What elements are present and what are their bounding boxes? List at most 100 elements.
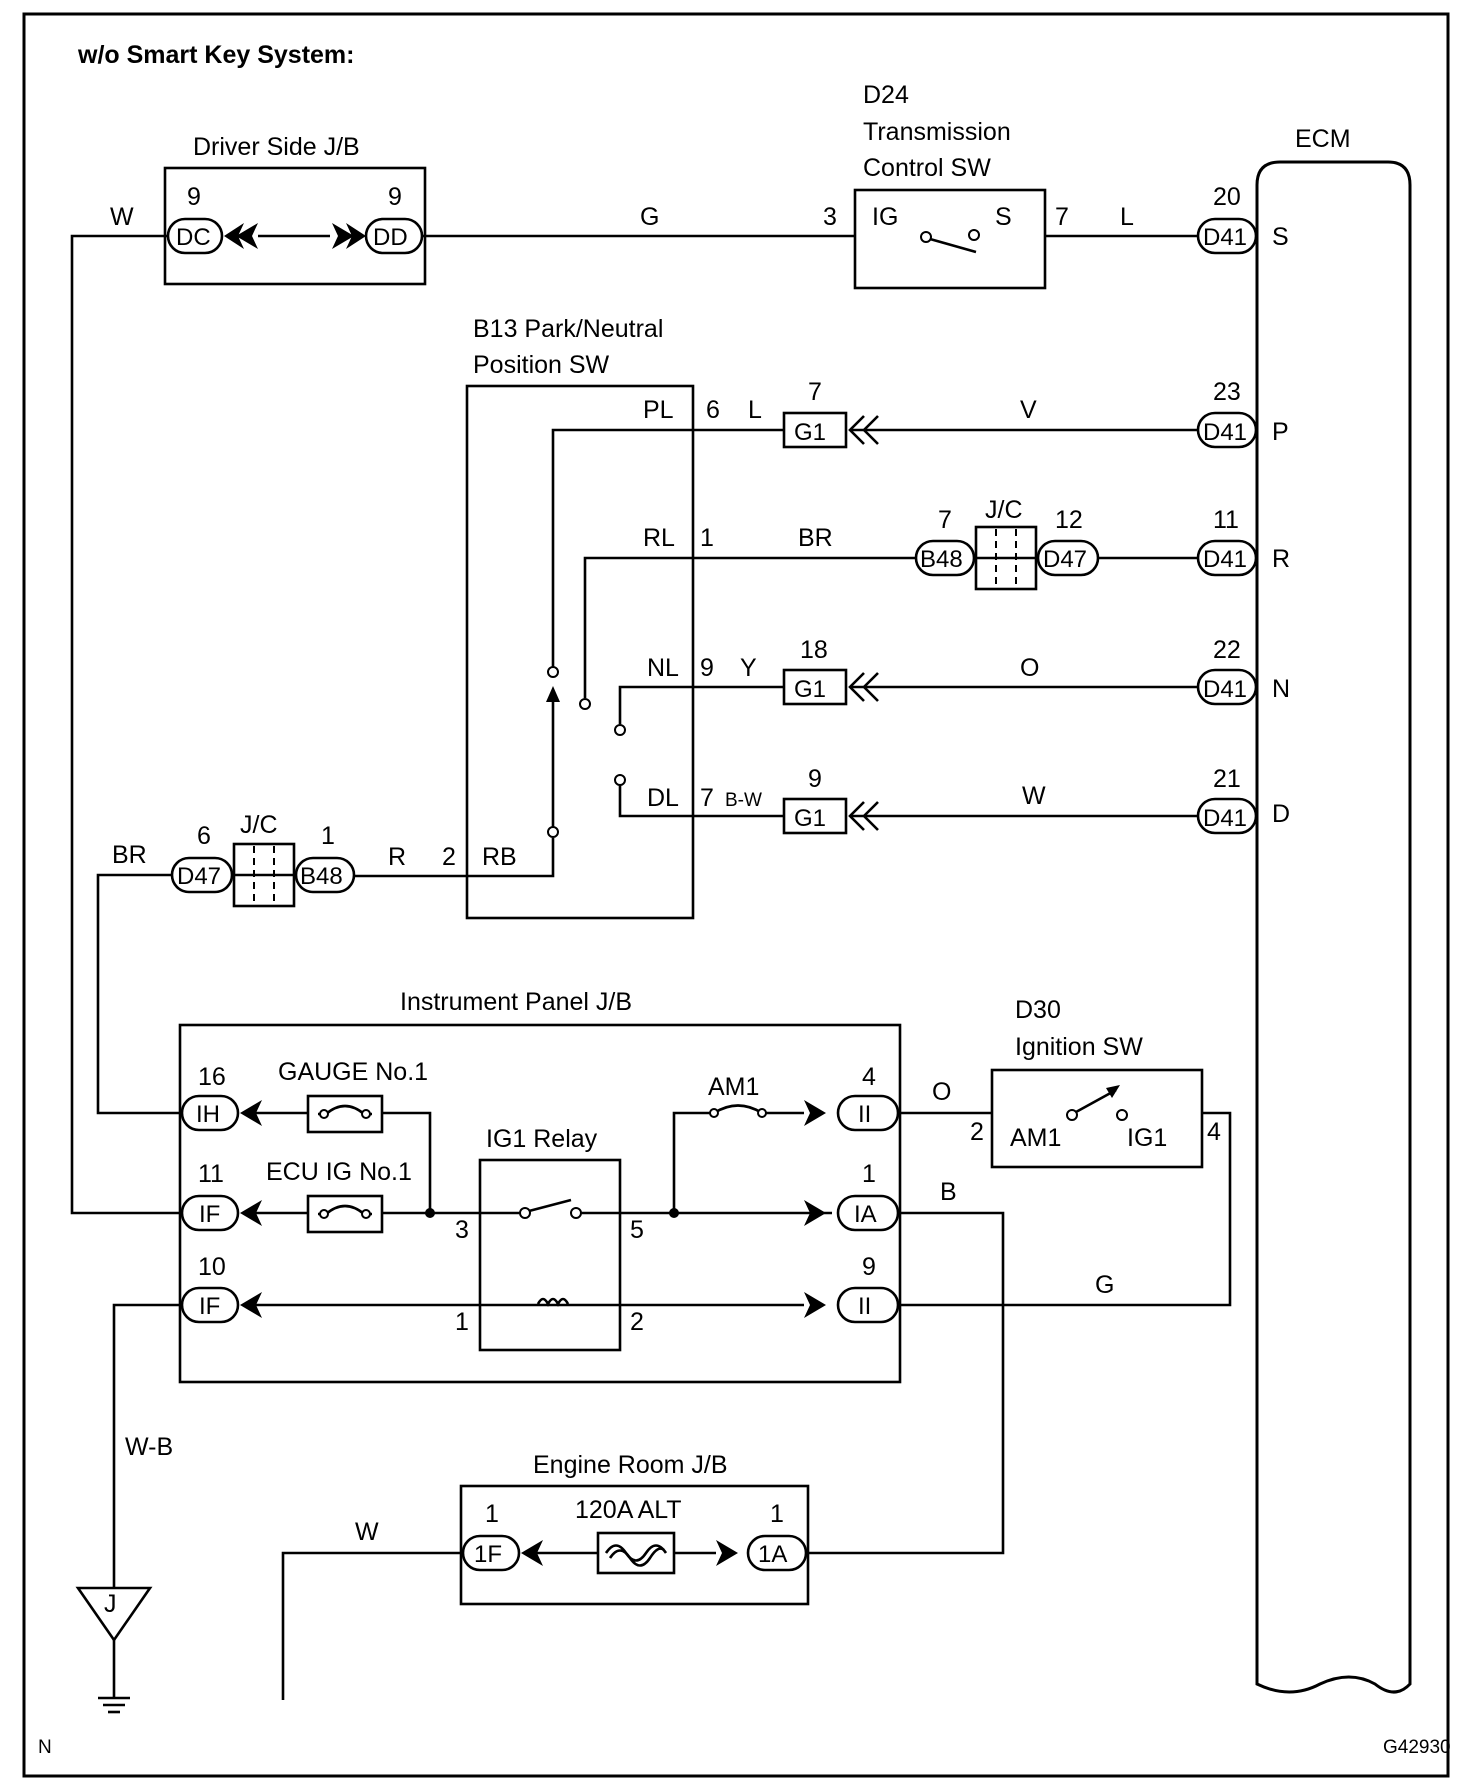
d30-code: D30 <box>1015 996 1061 1024</box>
ii-top-connector-label: II <box>858 1101 871 1128</box>
ecm-signal-label: N <box>1272 675 1290 703</box>
if-top-pin: 11 <box>198 1160 224 1188</box>
instrument-panel-jb: Instrument Panel J/B 16 IH GAUGE No.1 11… <box>178 988 902 1384</box>
relay-pin1: 1 <box>455 1308 469 1336</box>
if-bot-pin: 10 <box>198 1253 226 1281</box>
wire-label-b: B <box>940 1178 957 1206</box>
ecm-pin-number: 20 <box>1213 183 1241 211</box>
g1-label: G1 <box>794 676 826 703</box>
jc-upper-label: J/C <box>985 496 1023 524</box>
ii-bot-connector-label: II <box>858 1293 871 1320</box>
wire-label-w-top: W <box>110 203 134 231</box>
jc-lower-right-connector: B48 <box>300 863 343 890</box>
ecm-connector-label: D41 <box>1203 224 1247 251</box>
g1-connector-nl: 18 G1 <box>782 636 879 706</box>
relay-pin2: 2 <box>630 1308 644 1336</box>
jc-upper-right-connector: D47 <box>1043 546 1087 573</box>
ecm-connector-label: D41 <box>1203 676 1247 703</box>
d30-term-left: AM1 <box>1010 1124 1061 1152</box>
ecm-signal-label: R <box>1272 545 1290 573</box>
ecm-signal-label: P <box>1272 418 1289 446</box>
am1-fuse-label: AM1 <box>708 1073 759 1101</box>
d24-code: D24 <box>863 81 909 109</box>
wire-label-l-pl: L <box>748 396 762 424</box>
wire-label-l-top: L <box>1120 203 1134 231</box>
jc-lower-left-pin: 6 <box>197 822 211 850</box>
ecm-pin-p: 23 D41 P <box>1196 378 1289 449</box>
ecm-connector-label: D41 <box>1203 546 1247 573</box>
1f-pin: 1 <box>485 1500 499 1528</box>
g1-pin: 9 <box>808 765 822 793</box>
b13-name-line2: Position SW <box>473 351 610 379</box>
wire-label-g-top: G <box>640 203 659 231</box>
g1-label: G1 <box>794 419 826 446</box>
driver-side-jb-label: Driver Side J/B <box>193 133 360 161</box>
ecm-pin-number: 21 <box>1213 765 1241 793</box>
dd-chevron <box>332 223 366 249</box>
ecm-signal-label: S <box>1272 223 1289 251</box>
jc-lower-right-pin: 1 <box>321 822 335 850</box>
dc-connector-label: DC <box>176 224 211 251</box>
g1-connector-pl: 7 G1 <box>782 378 879 449</box>
d24-term-right: S <box>995 203 1012 231</box>
wire-label-y: Y <box>740 654 757 682</box>
b13-term-rl: RL <box>643 524 675 552</box>
1a-connector <box>746 1534 808 1572</box>
wire-label-w-bottom: W <box>355 1518 379 1546</box>
d30-term-right: IG1 <box>1127 1124 1167 1152</box>
g1-pin: 7 <box>808 378 822 406</box>
wire-label-br-left: BR <box>112 841 147 869</box>
wire-label-o-ign: O <box>932 1078 951 1106</box>
wire-label-o-n: O <box>1020 654 1039 682</box>
page-title: w/o Smart Key System: <box>77 41 355 69</box>
d24-pin-left: 3 <box>823 203 837 231</box>
d24-term-left: IG <box>872 203 898 231</box>
ecm-signal-label: D <box>1272 800 1290 828</box>
jc-lower-label: J/C <box>240 811 278 839</box>
ecm-pin-s: 20 D41 S <box>1196 183 1289 255</box>
driver-side-jb: Driver Side J/B 9 DC 9 DD <box>163 133 427 286</box>
1a-pin: 1 <box>770 1500 784 1528</box>
ground-point-j: J <box>75 1586 153 1714</box>
wire-g-ign <box>898 1111 1232 1307</box>
d24-name-line1: Transmission <box>863 118 1011 146</box>
wire-label-bw: B-W <box>725 790 762 811</box>
ih-connector-label: IH <box>196 1101 220 1128</box>
ecm-pin-n: 22 D41 N <box>1196 636 1290 706</box>
b13-pin-pl: 6 <box>706 396 720 424</box>
jc-upper-left-pin: 7 <box>938 506 952 534</box>
ecm-pin-number: 11 <box>1213 506 1239 534</box>
ih-connector <box>180 1094 240 1132</box>
relay-pin3: 3 <box>455 1216 469 1244</box>
ecm-label: ECM <box>1295 125 1351 153</box>
ecm-pin-r: 11 D41 R <box>1196 506 1290 577</box>
wire-b <box>808 1211 1005 1555</box>
wire-br-left <box>96 873 180 1115</box>
b13-term-pl: PL <box>643 396 674 424</box>
g1-connector-dl: 9 G1 <box>782 765 879 835</box>
ih-pin: 16 <box>198 1063 226 1091</box>
ia-pin: 1 <box>862 1160 876 1188</box>
ig1-relay-label: IG1 Relay <box>486 1125 598 1153</box>
jc-upper-right-pin: 12 <box>1055 506 1083 534</box>
wire-label-br-rl: BR <box>798 524 833 552</box>
ecm-pin-number: 22 <box>1213 636 1241 664</box>
if-top-connector <box>180 1194 240 1232</box>
ecm-pin-number: 23 <box>1213 378 1241 406</box>
wire-label-w-d: W <box>1022 782 1046 810</box>
dd-connector-label: DD <box>373 224 408 251</box>
corner-label-left: N <box>38 1737 52 1758</box>
ia-connector-label: IA <box>854 1201 877 1228</box>
gauge-fuse-label: GAUGE No.1 <box>278 1058 428 1086</box>
ecu-fuse-label: ECU IG No.1 <box>266 1158 412 1186</box>
relay-pin5: 5 <box>630 1216 644 1244</box>
ground-label: J <box>104 1590 117 1618</box>
b13-pin-dl: 7 <box>700 784 714 812</box>
wire-label-r: R <box>388 843 406 871</box>
b13-term-dl: DL <box>647 784 679 812</box>
g1-pin: 18 <box>800 636 828 664</box>
ecm-connector-label: D41 <box>1203 419 1247 446</box>
b13-term-nl: NL <box>647 654 679 682</box>
diagram-frame <box>22 12 1450 1778</box>
